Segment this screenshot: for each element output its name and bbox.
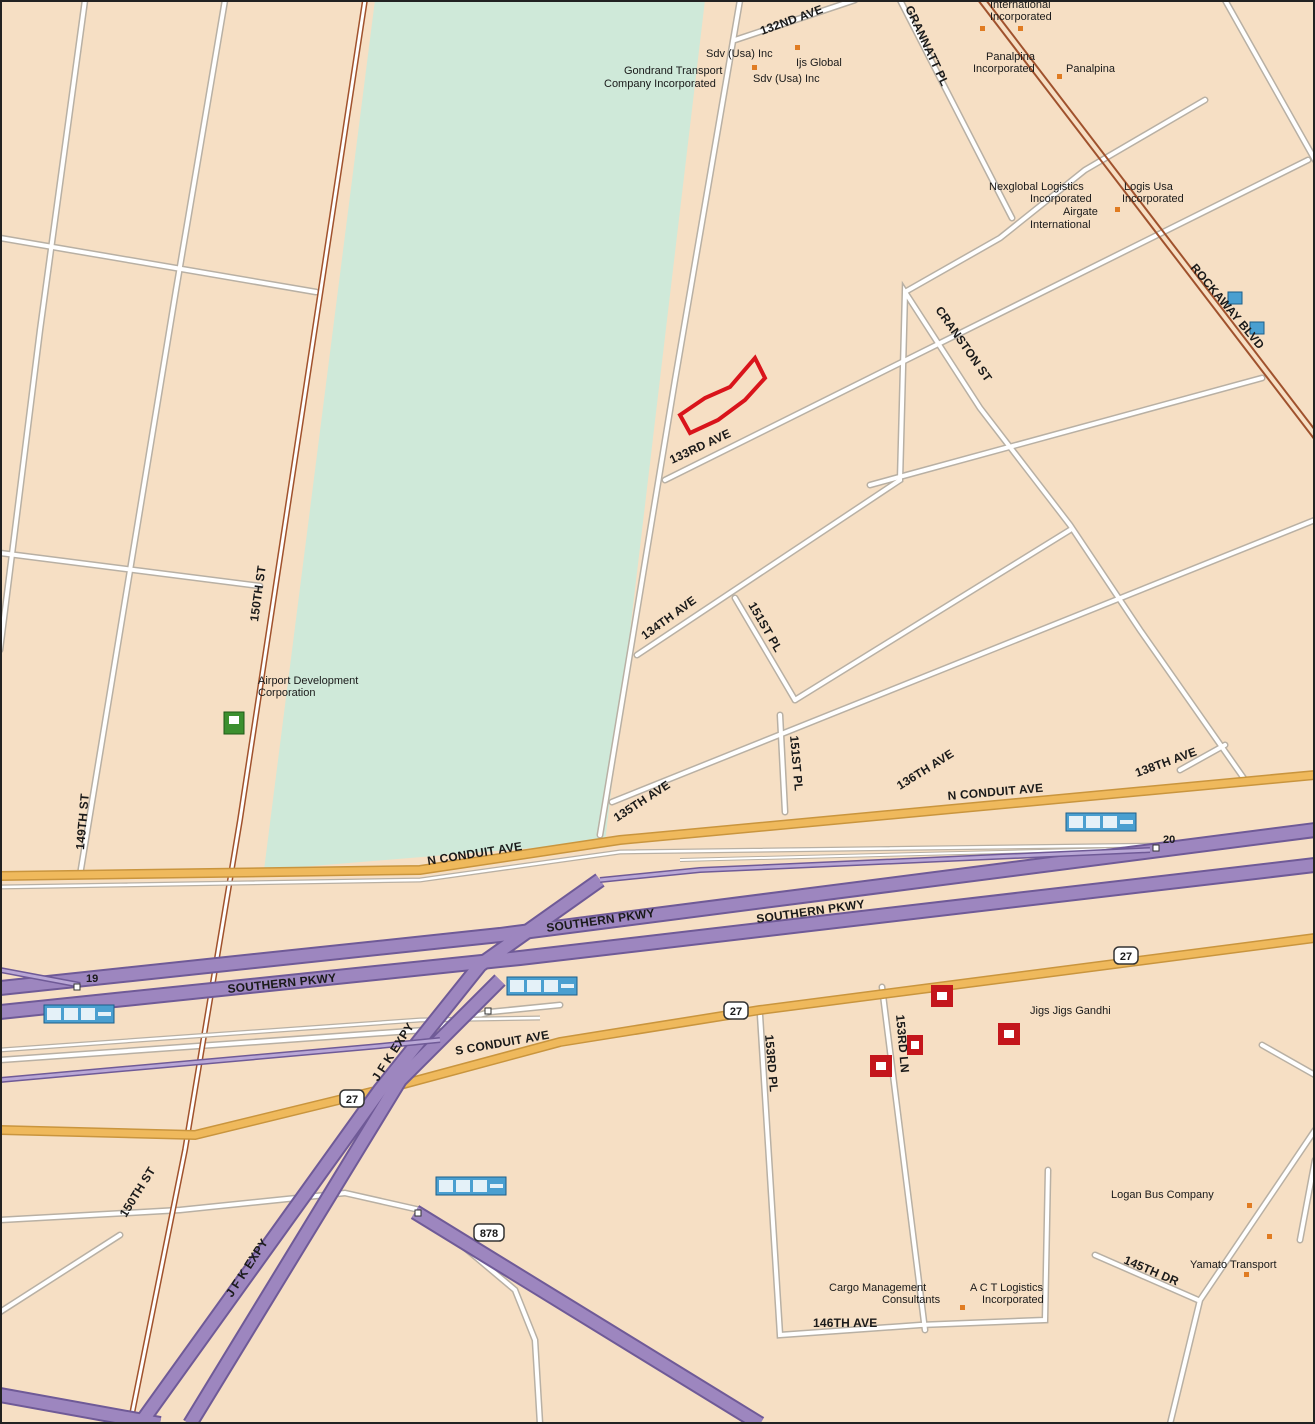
highways xyxy=(0,822,1315,1424)
poi-label[interactable]: Airport Development xyxy=(258,675,358,687)
poi-label[interactable]: International xyxy=(1030,219,1091,231)
food-gas-lodging-icon[interactable] xyxy=(1065,812,1137,832)
poi-label[interactable]: Sdv (Usa) Inc xyxy=(753,73,820,85)
exit-20-marker: 20 xyxy=(1152,834,1175,852)
route-27-shield: 27 xyxy=(339,1089,365,1108)
hotel-icon[interactable] xyxy=(907,1035,923,1055)
interchange-marker xyxy=(414,1209,422,1217)
street-label: 153RD LN xyxy=(893,1014,912,1073)
poi-label[interactable]: Jigs Jigs Gandhi xyxy=(1030,1005,1111,1017)
poi-label[interactable]: Ijs Global xyxy=(796,57,842,69)
poi-label[interactable]: Nexglobal Logistics xyxy=(989,181,1084,193)
poi-labels: Sdv (Usa) Inc Ijs Global Gondrand Transp… xyxy=(258,0,1277,1306)
hotel-icon[interactable] xyxy=(870,1055,892,1077)
street-label: 146TH AVE xyxy=(813,1316,878,1330)
hotel-icon[interactable] xyxy=(998,1023,1020,1045)
business-dot-icon[interactable] xyxy=(752,26,1272,1310)
rockaway-blvd-rail xyxy=(977,0,1315,441)
food-gas-lodging-icon[interactable] xyxy=(506,976,578,996)
arterial-roads xyxy=(0,770,1315,1141)
poi-label[interactable]: Logan Bus Company xyxy=(1111,1189,1214,1201)
poi-label[interactable]: Yamato Transport xyxy=(1190,1259,1277,1271)
svg-text:27: 27 xyxy=(730,1006,742,1018)
poi-label[interactable]: Sdv (Usa) Inc xyxy=(706,48,773,60)
exit-19-marker: 19 xyxy=(73,973,98,991)
gas-station-icon[interactable] xyxy=(223,711,245,735)
poi-label[interactable]: Cargo Management xyxy=(829,1282,926,1294)
svg-text:19: 19 xyxy=(86,973,98,985)
route-27-shield: 27 xyxy=(723,1001,749,1020)
poi-label[interactable]: Consultants xyxy=(882,1294,941,1306)
poi-label[interactable]: Incorporated xyxy=(990,11,1052,23)
poi-label[interactable]: Incorporated xyxy=(982,1294,1044,1306)
street-label: 149TH ST xyxy=(73,793,92,851)
route-878-shield: 878 xyxy=(473,1223,505,1242)
poi-label[interactable]: Incorporated xyxy=(1122,193,1184,205)
poi-label[interactable]: Corporation xyxy=(258,687,315,699)
poi-label[interactable]: Gondrand Transport xyxy=(624,65,722,77)
poi-label[interactable]: Incorporated xyxy=(1030,193,1092,205)
poi-label[interactable]: Panalpina xyxy=(986,51,1036,63)
food-gas-lodging-icon[interactable] xyxy=(43,1004,115,1024)
poi-label[interactable]: Airgate xyxy=(1063,206,1098,218)
interchange-marker xyxy=(484,1007,492,1015)
poi-label[interactable]: Panalpina xyxy=(1066,63,1116,75)
train-station-icon xyxy=(1227,291,1265,335)
poi-label[interactable]: Logis Usa xyxy=(1124,181,1174,193)
route-27-shield: 27 xyxy=(1113,946,1139,965)
poi-label[interactable]: Incorporated xyxy=(973,63,1035,75)
street-label: 151ST PL xyxy=(787,735,806,792)
poi-label[interactable]: International xyxy=(990,0,1051,11)
svg-text:27: 27 xyxy=(1120,951,1132,963)
street-label: 153RD PL xyxy=(762,1034,781,1093)
hotel-icon[interactable] xyxy=(931,985,953,1007)
food-gas-lodging-icon[interactable] xyxy=(435,1176,507,1196)
poi-label[interactable]: A C T Logistics xyxy=(970,1282,1043,1294)
water-body xyxy=(264,0,705,870)
service-roads xyxy=(0,842,1166,1053)
poi-label[interactable]: Company Incorporated xyxy=(604,78,716,90)
highlighted-parcel[interactable] xyxy=(677,354,768,436)
svg-text:20: 20 xyxy=(1163,834,1175,846)
svg-text:878: 878 xyxy=(480,1228,498,1240)
svg-text:27: 27 xyxy=(346,1094,358,1106)
